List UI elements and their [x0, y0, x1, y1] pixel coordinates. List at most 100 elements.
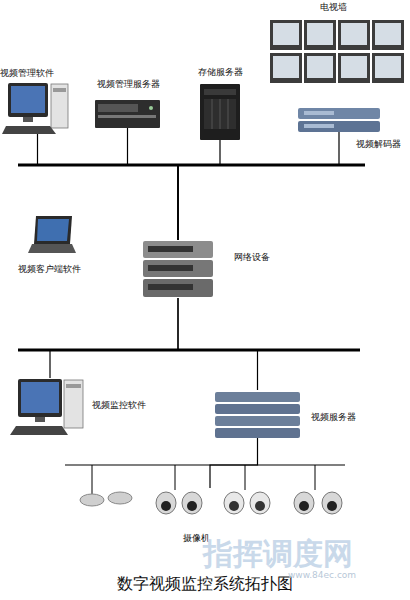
laptop-icon	[34, 216, 72, 244]
pc-icon	[53, 88, 66, 92]
switch-icon	[143, 260, 213, 277]
network-link	[50, 298, 178, 378]
server-icon	[98, 104, 138, 112]
tv-wall-icon	[307, 23, 333, 45]
camera-icons	[327, 501, 337, 511]
camera-icons	[161, 501, 171, 511]
camera-icons	[80, 494, 104, 506]
camera-icons	[229, 501, 239, 511]
device-label: 电视墙	[320, 2, 347, 12]
camera-icons	[182, 492, 202, 514]
tv-wall-icon	[304, 20, 336, 50]
network-bus	[175, 465, 176, 490]
server-icon	[95, 100, 160, 128]
tv-wall-icon	[273, 23, 299, 45]
network-bus	[18, 165, 365, 494]
tv-wall-icon	[270, 20, 302, 50]
tv-wall-icon	[341, 23, 367, 45]
device-node: 电视墙	[268, 18, 408, 84]
pc-icon	[10, 379, 83, 435]
device-label: 存储服务器	[198, 67, 243, 77]
pc-icon	[10, 426, 68, 435]
device-node: 摄像机	[75, 488, 345, 520]
camera-icons	[187, 501, 197, 511]
laptop-icon	[37, 219, 69, 241]
tv-wall-icon	[338, 20, 370, 50]
pc-icon	[66, 384, 81, 388]
decoder-icon	[304, 124, 334, 128]
camera-icons	[322, 492, 342, 514]
device-label: 视频客户端软件	[18, 264, 81, 274]
device-node: 视频管理服务器	[95, 98, 160, 128]
camera-icons	[156, 492, 176, 514]
camera-icons	[250, 492, 270, 514]
storage-icon	[220, 99, 221, 129]
device-node: 视频管理软件	[5, 82, 70, 134]
device-label: 视频管理软件	[0, 68, 54, 78]
video-server-icon	[215, 392, 300, 438]
camera-icons	[108, 492, 132, 504]
tv-wall-icon	[372, 20, 404, 50]
switch-icon	[143, 279, 213, 297]
pc-icon	[51, 84, 68, 128]
connector-layer	[38, 128, 340, 488]
network-bus	[65, 464, 345, 465]
laptop-icon	[28, 244, 76, 253]
video-server-icon	[215, 392, 300, 402]
decoder-icon	[298, 121, 380, 132]
device-node: 视频解码器	[298, 108, 380, 132]
tv-wall-icon	[375, 23, 401, 45]
camera-icons	[294, 492, 314, 514]
tv-wall-icon	[372, 53, 404, 83]
pc-icon	[35, 417, 45, 422]
storage-icon	[204, 89, 236, 95]
server-icon	[95, 100, 160, 128]
watermark: www.84ec.com	[288, 570, 356, 580]
device-label: 视频管理服务器	[97, 79, 160, 89]
switch-icon	[143, 241, 213, 297]
tv-wall-icon	[307, 56, 333, 78]
decoder-icon	[304, 111, 334, 115]
switch-icon	[148, 265, 193, 271]
network-link	[178, 140, 220, 240]
network-link	[178, 298, 258, 390]
switch-icon	[148, 246, 193, 252]
tv-wall-icon	[304, 53, 336, 83]
camera-icons	[299, 501, 309, 511]
pc-icon	[21, 382, 59, 413]
video-server-icon	[215, 428, 300, 438]
laptop-icon	[28, 216, 76, 253]
storage-icon	[212, 99, 213, 129]
network-link	[178, 132, 339, 240]
network-link	[128, 128, 179, 240]
storage-icon	[228, 99, 229, 129]
server-icon	[98, 115, 156, 118]
device-label: 视频监控软件	[92, 400, 146, 410]
device-node: 视频客户端软件	[32, 215, 74, 253]
pc-icon	[64, 380, 83, 428]
switch-icon	[143, 241, 213, 258]
watermark: 指挥调度网	[203, 534, 353, 575]
server-icon	[149, 106, 153, 110]
pc-icon	[11, 86, 45, 113]
tv-wall-icon	[338, 53, 370, 83]
tv-wall-icon	[270, 53, 302, 83]
network-bus	[315, 465, 316, 490]
pc-icon	[8, 83, 48, 117]
video-server-icon	[215, 404, 300, 414]
storage-icon	[204, 99, 236, 129]
device-label: 网络设备	[234, 252, 270, 262]
tv-wall-icon	[270, 20, 404, 83]
camera-icons	[255, 501, 265, 511]
decoder-icon	[298, 108, 380, 132]
device-label: 视频服务器	[311, 412, 356, 422]
decoder-icon	[298, 108, 380, 119]
video-server-icon	[215, 416, 300, 426]
storage-icon	[200, 84, 240, 140]
tv-wall-icon	[273, 56, 299, 78]
network-bus	[92, 465, 93, 494]
tv-wall-icon	[341, 56, 367, 78]
pc-icon	[2, 126, 56, 134]
pc-icon	[18, 379, 62, 417]
